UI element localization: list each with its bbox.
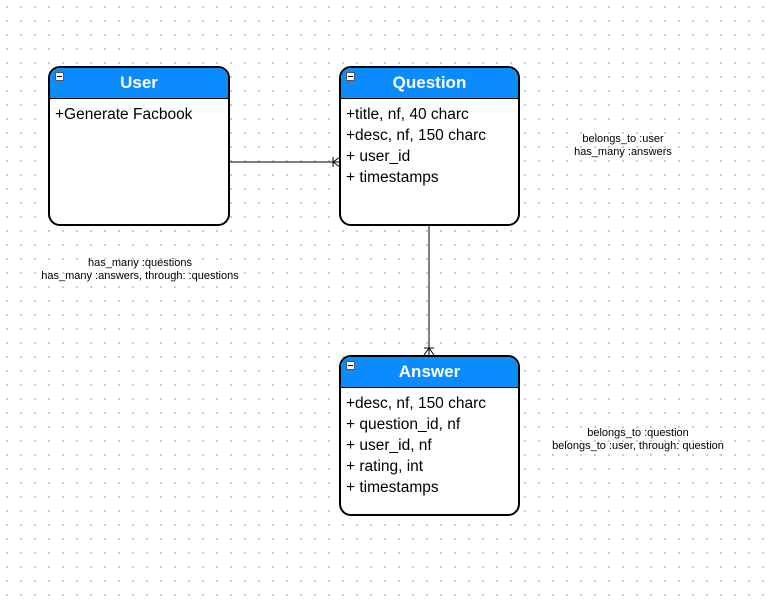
note-line: belongs_to :user (582, 133, 664, 145)
entity-question-fields: +title, nf, 40 charc +desc, nf, 150 char… (341, 99, 518, 188)
entity-question-title: Question (392, 73, 467, 92)
crowfoot-prong-upper (332, 156, 341, 163)
field[interactable]: +desc, nf, 150 charc (346, 395, 487, 412)
entity-answer-fields: +desc, nf, 150 charc + question_id, nf +… (341, 388, 518, 498)
entity-user-fields: +Generate Facbook (50, 99, 228, 125)
note-answer[interactable]: belongs_to :question belongs_to :user, t… (528, 427, 748, 453)
connector-question-answer[interactable] (423, 226, 435, 356)
entity-question[interactable]: Question +title, nf, 40 charc +desc, nf,… (339, 66, 520, 226)
note-line: belongs_to :question (587, 427, 689, 439)
collapse-icon[interactable] (55, 72, 64, 81)
entity-answer[interactable]: Answer +desc, nf, 150 charc + question_i… (339, 355, 520, 516)
field[interactable]: +desc, nf, 150 charc (346, 127, 487, 144)
entity-user-title: User (120, 73, 158, 92)
crowfoot-prong-right (428, 347, 435, 356)
crowfoot-prong-lower (332, 161, 341, 168)
entity-user[interactable]: User +Generate Facbook (48, 66, 230, 226)
entity-user-header[interactable]: User (50, 68, 228, 99)
entity-answer-title: Answer (398, 362, 461, 381)
connector-user-question[interactable] (229, 156, 341, 168)
field[interactable]: +Generate Facbook (55, 106, 193, 123)
field[interactable]: + timestamps (346, 479, 439, 496)
entity-answer-header[interactable]: Answer (341, 357, 518, 388)
collapse-icon[interactable] (346, 72, 355, 81)
field[interactable]: + user_id, nf (346, 437, 432, 454)
crowfoot-prong-left (423, 347, 430, 356)
note-line: has_many :answers (574, 146, 672, 158)
note-user[interactable]: has_many :questions has_many :answers, t… (20, 257, 260, 283)
note-line: has_many :answers, through: :questions (41, 270, 239, 282)
field[interactable]: + timestamps (346, 169, 439, 186)
note-line: belongs_to :user, through: question (552, 440, 724, 452)
field[interactable]: + rating, int (346, 458, 424, 475)
entity-question-header[interactable]: Question (341, 68, 518, 99)
note-question[interactable]: belongs_to :user has_many :answers (533, 133, 713, 159)
note-line: has_many :questions (88, 257, 192, 269)
field[interactable]: + question_id, nf (346, 416, 461, 433)
field[interactable]: + user_id (346, 148, 411, 165)
field[interactable]: +title, nf, 40 charc (346, 106, 469, 123)
collapse-icon[interactable] (346, 361, 355, 370)
